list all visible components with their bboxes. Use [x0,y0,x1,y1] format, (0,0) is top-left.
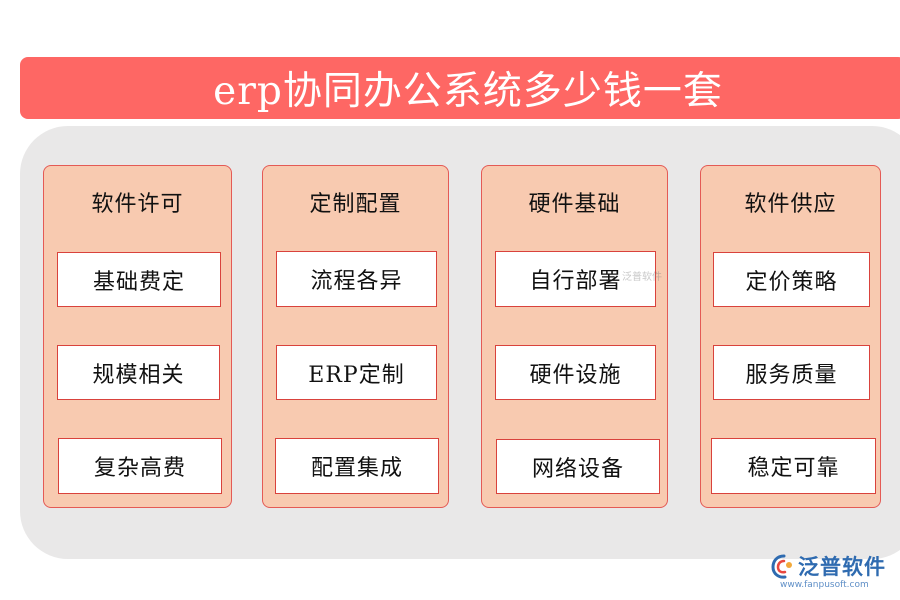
column-software-license: 软件许可 基础费定 规模相关 复杂高费 [43,165,232,508]
item-box: 规模相关 [57,345,220,400]
column-software-supply: 软件供应 定价策略 服务质量 稳定可靠 [700,165,881,508]
item-box: 基础费定 [57,252,221,307]
column-header: 硬件基础 [528,192,621,217]
diagram-title: erp协同办公系统多少钱一套 [213,69,723,114]
item-box: 网络设备 [496,439,660,494]
item-box: 定价策略 [713,252,870,307]
column-header: 定制配置 [309,192,402,217]
item-box: 硬件设施 [495,345,656,400]
item-box: 配置集成 [275,438,439,494]
item-box: ERP定制 [276,345,437,400]
logo-swirl-icon [771,554,792,579]
watermark: 泛普软件 [622,272,662,283]
column-custom-config: 定制配置 流程各异 ERP定制 配置集成 [262,165,449,508]
column-hardware-base: 硬件基础 自行部署 硬件设施 网络设备 [481,165,668,508]
item-box: 流程各异 [276,251,437,307]
item-box: 稳定可靠 [711,438,876,494]
item-box: 自行部署 [495,251,656,307]
brand-logo: 泛普软件 www.fanpusoft.com [770,551,895,593]
column-header: 软件许可 [91,192,184,217]
logo-name: 泛普软件 [798,555,886,579]
diagram-title-bar: erp协同办公系统多少钱一套 [20,57,900,119]
column-header: 软件供应 [744,192,837,217]
item-box: 复杂高费 [58,438,222,494]
item-box: 服务质量 [713,345,870,400]
logo-url: www.fanpusoft.com [780,580,869,590]
